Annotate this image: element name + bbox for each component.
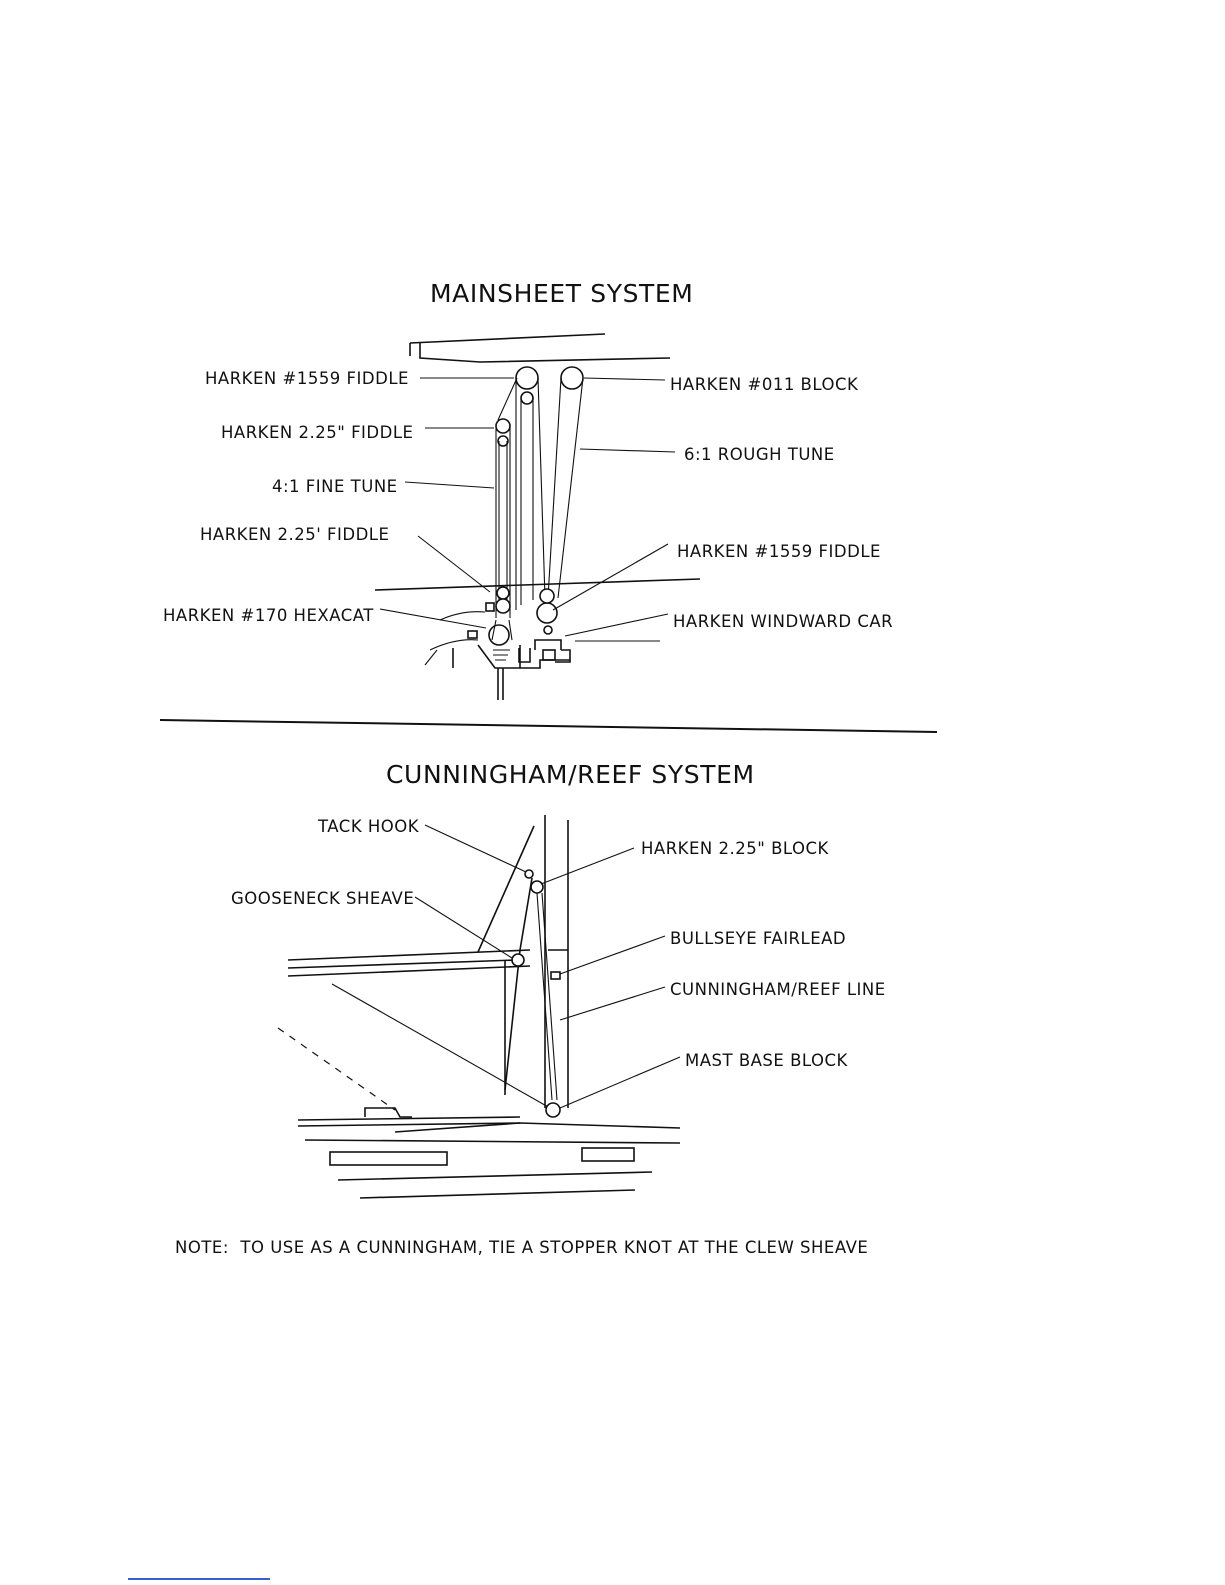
- deck-hatch-right: [581, 1147, 635, 1162]
- fiddle-1559-top-lower-sheave: [520, 391, 534, 405]
- mainsheet-leaders: [379, 377, 676, 642]
- tack-hook: [524, 869, 534, 879]
- label-fiddle-1559-top: HARKEN #1559 FIDDLE: [205, 369, 409, 388]
- fiddle-225-top-sheave: [495, 418, 511, 434]
- reef-line: [331, 892, 558, 1109]
- fiddle-225-bottom-lower-sheave: [495, 598, 511, 614]
- fine-tune-lines: [495, 377, 518, 618]
- cunningham-boom: [287, 949, 531, 977]
- fiddle-225-top-lower-sheave: [497, 435, 509, 447]
- label-gooseneck-sheave: GOOSENECK SHEAVE: [231, 889, 414, 908]
- windward-car: [518, 625, 571, 663]
- section-divider: [159, 719, 938, 733]
- hexacat-cam: [467, 630, 478, 639]
- base-frame: [424, 611, 570, 700]
- label-fiddle-225-top: HARKEN 2.25" FIDDLE: [221, 423, 413, 442]
- label-hexacat: HARKEN #170 HEXACAT: [163, 606, 374, 625]
- deck-hatch-left: [329, 1151, 448, 1166]
- label-block-011: HARKEN #011 BLOCK: [670, 375, 859, 394]
- fiddle-225-bottom-sheave: [496, 586, 510, 600]
- cunningham-title: CUNNINGHAM/REEF SYSTEM: [386, 760, 755, 789]
- fiddle-1559-top-sheave: [515, 366, 539, 390]
- mainsheet-title: MAINSHEET SYSTEM: [430, 279, 693, 308]
- bottom-underline: [128, 1578, 270, 1580]
- boom: [409, 333, 671, 363]
- label-windward-car: HARKEN WINDWARD CAR: [673, 612, 893, 631]
- cunningham-section: CUNNINGHAM/REEF SYSTEM: [231, 760, 886, 1199]
- fiddle-1559-right-upper-sheave: [539, 588, 555, 604]
- traveler-line: [374, 578, 701, 591]
- hexacat-cleat: [485, 602, 495, 612]
- label-fine-tune: 4:1 FINE TUNE: [272, 477, 398, 496]
- dashed-line: [277, 1027, 396, 1111]
- label-mast-base: MAST BASE BLOCK: [685, 1051, 849, 1070]
- label-bullseye: BULLSEYE FAIRLEAD: [670, 929, 846, 948]
- block-225-sheave: [530, 880, 544, 894]
- rough-tune-lines: [515, 377, 584, 610]
- deck: [297, 1107, 681, 1199]
- mast-base-block: [545, 1102, 561, 1118]
- cunningham-leaders: [414, 824, 681, 1109]
- mast: [544, 815, 569, 1108]
- label-tack-hook: TACK HOOK: [317, 817, 420, 836]
- label-block-225: HARKEN 2.25" BLOCK: [641, 839, 829, 858]
- hexacat-sheave: [488, 624, 510, 646]
- label-reef-line: CUNNINGHAM/REEF LINE: [670, 980, 886, 999]
- label-fiddle-1559-right: HARKEN #1559 FIDDLE: [677, 542, 881, 561]
- label-fiddle-225-bottom: HARKEN 2.25' FIDDLE: [200, 525, 389, 544]
- mainsheet-section: MAINSHEET SYSTEM: [163, 279, 893, 700]
- label-rough-tune: 6:1 ROUGH TUNE: [684, 445, 835, 464]
- gooseneck-sheave: [511, 953, 525, 967]
- note-text: NOTE: TO USE AS A CUNNINGHAM, TIE A STOP…: [175, 1238, 868, 1257]
- block-011-sheave: [560, 366, 584, 390]
- fiddle-1559-right-sheave: [536, 602, 558, 624]
- bullseye-fairlead: [550, 971, 561, 980]
